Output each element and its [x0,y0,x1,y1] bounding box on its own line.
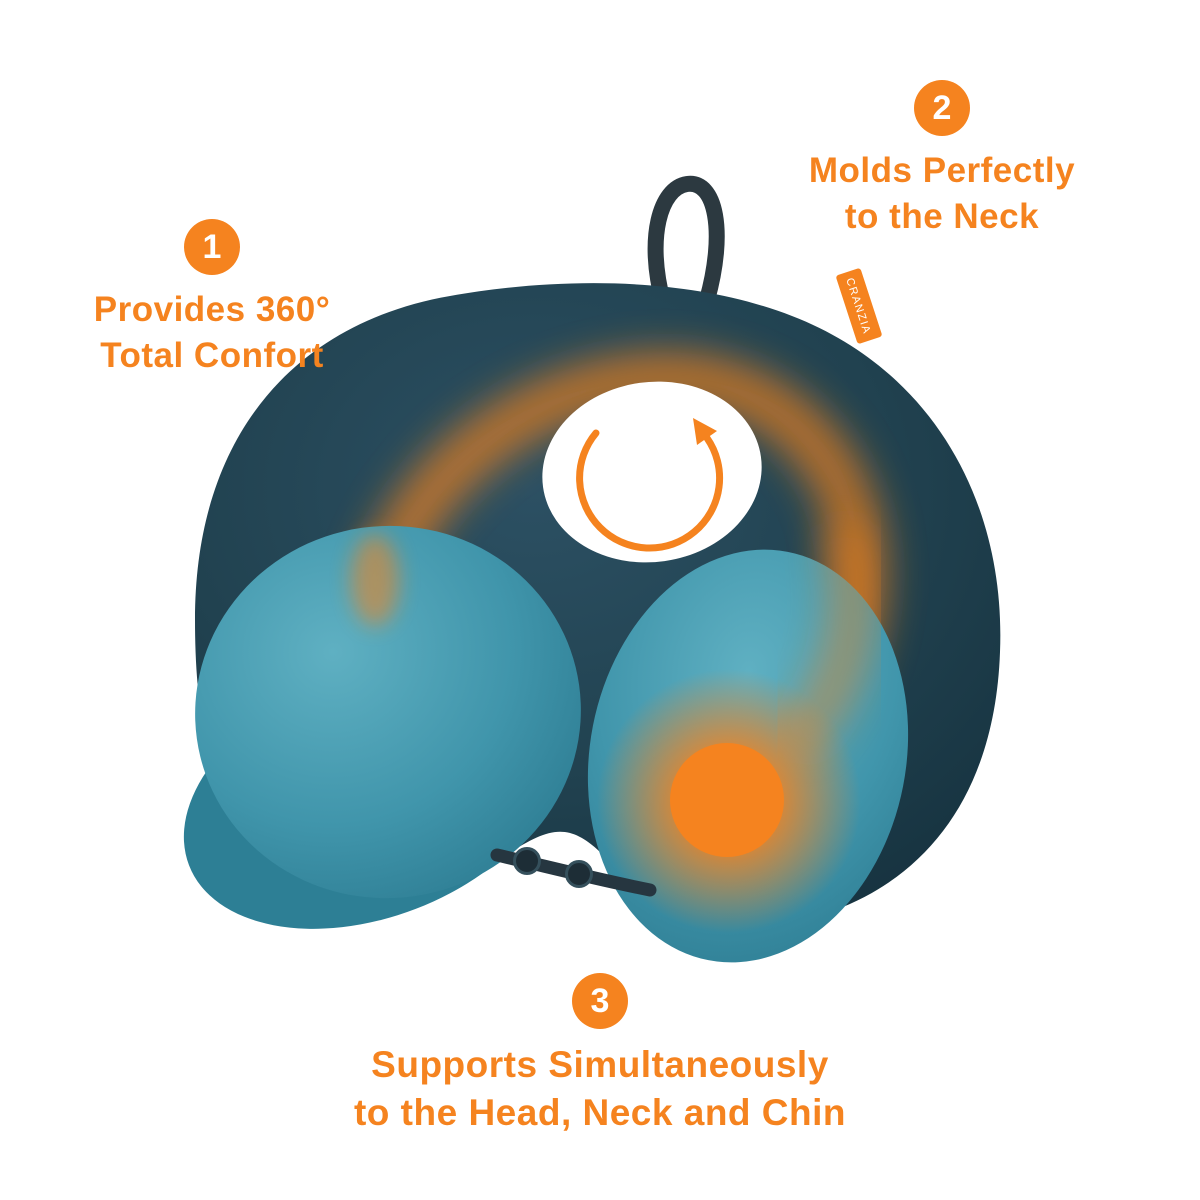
step-2-caption: Molds Perfectly to the Neck [809,148,1075,240]
annotation-step-1: 1 Provides 360° Total Confort [22,219,402,379]
rope-loop-icon [647,175,725,310]
step-3-caption-line-1: Supports Simultaneously [371,1044,829,1085]
annotation-step-2: 2 Molds Perfectly to the Neck [732,80,1152,240]
brand-tag: CRANZIA [836,268,882,344]
step-2-caption-line-1: Molds Perfectly [808,151,1076,190]
step-3-caption-line-2: to the Head, Neck and Chin [353,1092,846,1133]
snap-fasteners [490,847,657,897]
step-1-caption: Provides 360° Total Confort [94,287,330,379]
rotation-arrow-icon [576,418,724,552]
step-3-badge: 3 [572,973,628,1029]
step-1-badge: 1 [184,219,240,275]
step-2-number: 2 [932,89,952,127]
step-2-badge: 2 [914,80,970,136]
step-3-caption: Supports Simultaneously to the Head, Nec… [354,1041,846,1137]
heat-glow-spot [597,669,861,933]
heat-streak-left [351,534,399,626]
step-1-caption-line-2: Total Confort [100,336,324,375]
step-1-caption-line-1: Provides 360° [93,290,331,329]
step-2-caption-line-2: to the Neck [844,197,1040,236]
step-3-number: 3 [590,982,610,1020]
pillow-left-lobe [183,525,581,929]
snap-button [565,860,593,888]
snap-button [513,847,541,875]
step-1-number: 1 [202,228,222,266]
annotation-step-3: 3 Supports Simultaneously to the Head, N… [320,973,880,1137]
